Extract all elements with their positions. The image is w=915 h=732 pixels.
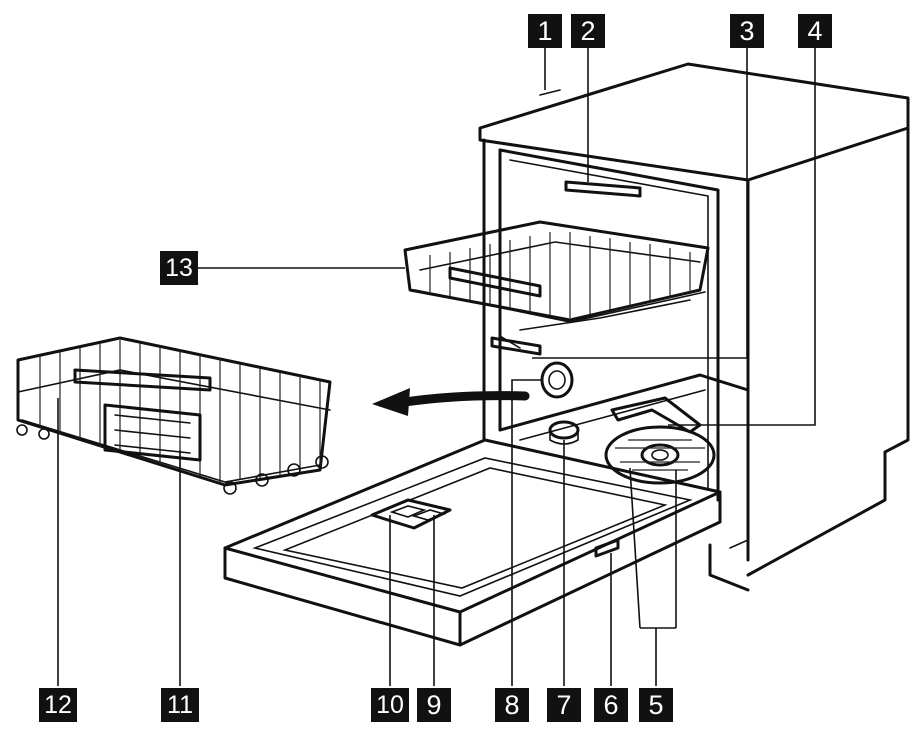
lower-basket bbox=[16, 336, 332, 495]
callout-1: 1 bbox=[528, 14, 562, 48]
detergent-dispenser bbox=[370, 498, 452, 530]
lower-spray-arm-upper bbox=[490, 336, 542, 356]
leader-lines bbox=[57, 48, 816, 686]
upper-spray-arm bbox=[564, 180, 642, 198]
callout-10: 10 bbox=[371, 688, 409, 722]
callout-3: 3 bbox=[730, 14, 764, 48]
upper-basket bbox=[403, 220, 710, 349]
open-door bbox=[223, 438, 722, 647]
callout-8: 8 bbox=[495, 688, 529, 722]
callout-13: 13 bbox=[160, 251, 198, 285]
callout-4: 4 bbox=[798, 14, 832, 48]
rating-plate bbox=[594, 538, 620, 558]
dishwasher-cabinet bbox=[478, 62, 910, 592]
callout-2: 2 bbox=[571, 14, 605, 48]
salt-container bbox=[540, 361, 574, 399]
callout-5: 5 bbox=[639, 688, 673, 722]
worktop bbox=[539, 89, 561, 96]
callout-7: 7 bbox=[547, 688, 581, 722]
lower-spray-arm bbox=[604, 396, 716, 485]
callout-11: 11 bbox=[161, 688, 199, 722]
removal-arrow bbox=[372, 388, 530, 416]
callout-6: 6 bbox=[594, 688, 628, 722]
callout-12: 12 bbox=[39, 688, 77, 722]
callout-9: 9 bbox=[417, 688, 451, 722]
